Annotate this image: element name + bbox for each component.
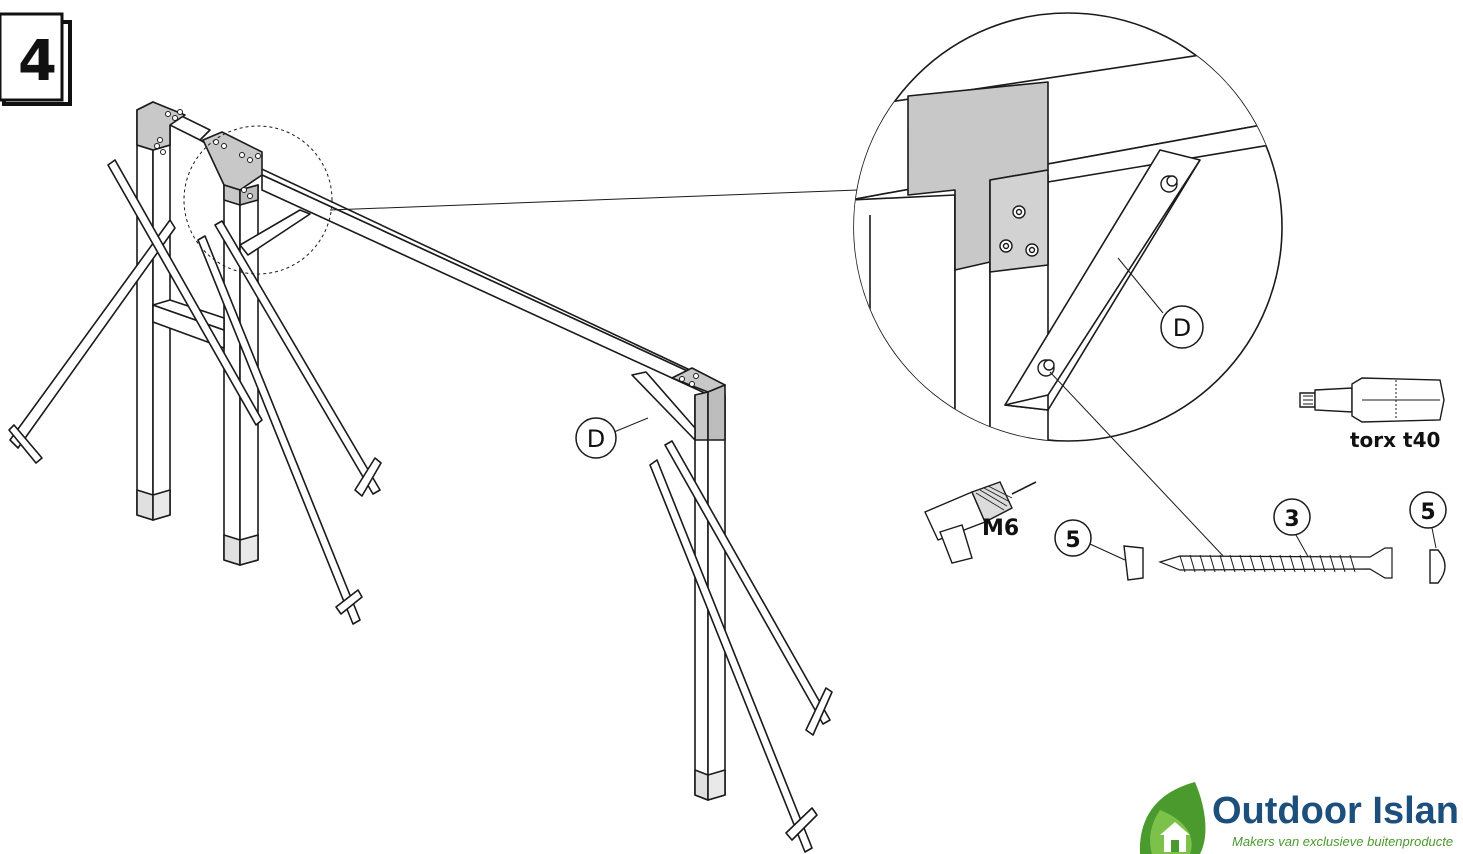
torx-bit-label: torx t40 (1350, 428, 1440, 452)
torx-bit-icon (1299, 377, 1445, 423)
front-corner-block (671, 367, 726, 441)
detail-bolts (999, 175, 1178, 377)
cap-right-icon (1429, 549, 1446, 584)
detail-leader-line (329, 189, 859, 211)
step-badge: 4 (0, 12, 72, 106)
cap-left-icon (1123, 545, 1144, 581)
part-d-label: D (587, 425, 605, 453)
house-icon (1160, 822, 1190, 852)
cap-left-label: 5 (1065, 528, 1080, 553)
cap-left-callout: 5 (1054, 519, 1144, 581)
cap-right-label: 5 (1420, 500, 1435, 525)
support-strut-3 (197, 235, 363, 625)
frame-structure (8, 101, 833, 853)
part-d-callout: D (575, 417, 649, 459)
brand-name: Outdoor Islan (1212, 790, 1459, 832)
brand-tagline: Makers van exclusieve buitenproducte (1232, 834, 1453, 849)
bolt-to-screw-leader (1049, 371, 1226, 559)
top-beam (199, 139, 721, 401)
screw-icon (1158, 547, 1393, 579)
support-strut-6 (664, 440, 833, 736)
bracket-bolts (154, 109, 699, 387)
brace-d-front (631, 371, 696, 441)
support-strut-4 (214, 220, 382, 497)
drill-icon (924, 481, 1037, 564)
drill-size-label: M6 (982, 516, 1019, 541)
post-back-left (136, 144, 171, 521)
screw-label: 3 (1284, 507, 1299, 532)
brace-back-top (239, 209, 311, 256)
support-strut-1 (8, 219, 176, 464)
step-number: 4 (18, 29, 57, 94)
brand-logo: Outdoor Islan Makers van exclusieve buit… (1139, 782, 1459, 854)
cap-right-callout: 5 (1409, 491, 1447, 584)
detail-highlight-circle (183, 125, 333, 275)
screw-callout: 3 (1158, 498, 1393, 579)
detail-view: D (853, 12, 1283, 442)
support-strut-2 (107, 159, 263, 426)
part-d-detail-label: D (1173, 314, 1191, 342)
support-strut-5 (649, 459, 818, 853)
